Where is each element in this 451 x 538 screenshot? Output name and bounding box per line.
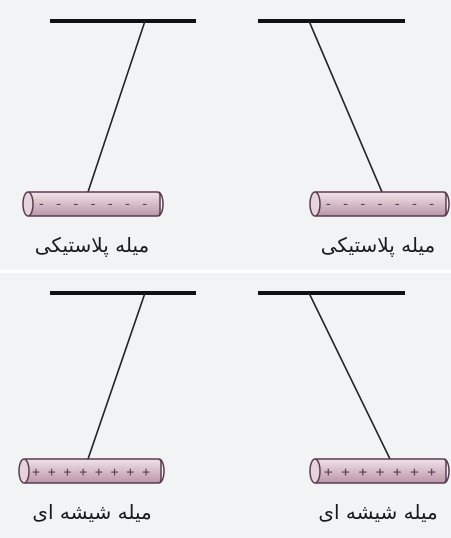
plastic-rod: - - - - - - -: [22, 191, 164, 217]
rod-charges: + + + + + + + +: [32, 465, 150, 480]
top-left-setup: - - - - - - - میله پلاستیکی: [22, 19, 196, 258]
thread: [87, 292, 146, 460]
thread: [308, 20, 383, 193]
thread: [87, 20, 146, 193]
rod-label: میله پلاستیکی: [321, 233, 436, 258]
glass-rod: + + + + + + +: [309, 458, 450, 484]
rod-charges: + + + + + + +: [324, 465, 436, 480]
top-right-setup: - - - - - - - میله پلاستیکی: [258, 19, 450, 258]
bottom-right-setup: + + + + + + + میله شیشه ای: [258, 291, 450, 524]
glass-rod: + + + + + + + +: [18, 458, 165, 484]
rod-label: میله پلاستیکی: [35, 233, 150, 258]
plastic-rod: - - - - - - -: [309, 191, 450, 217]
top-panel: [0, 0, 451, 270]
rod-charges: - - - - - - -: [324, 197, 436, 212]
rod-label: میله شیشه ای: [32, 500, 151, 524]
bottom-left-setup: + + + + + + + + میله شیشه ای: [18, 291, 196, 524]
rod-charges: - - - - - - -: [37, 197, 149, 212]
thread: [308, 292, 391, 460]
bottom-panel: [0, 273, 451, 538]
rod-label: میله شیشه ای: [318, 500, 437, 524]
